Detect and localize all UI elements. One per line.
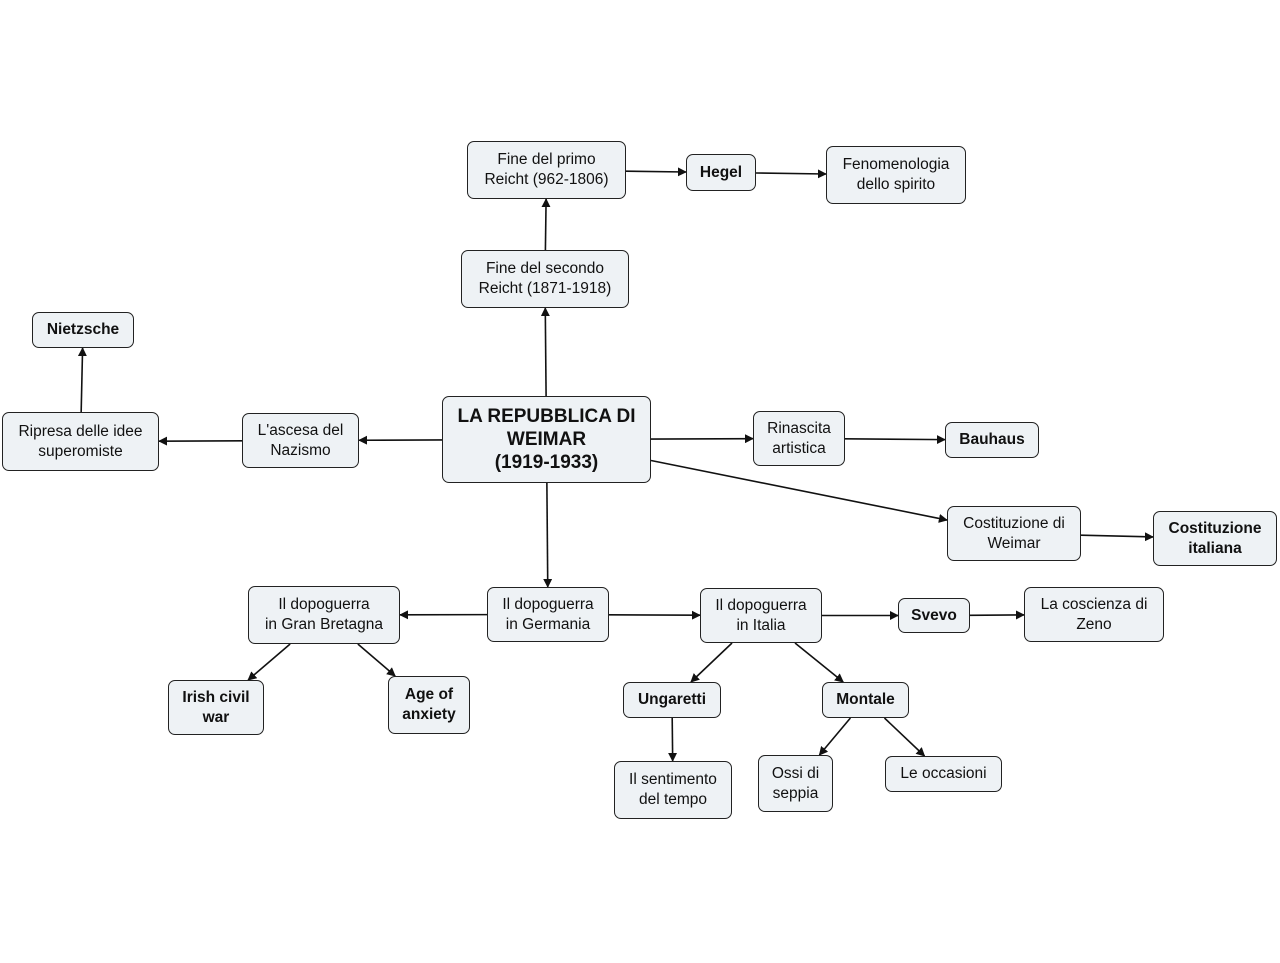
node-fine-secondo-reich: Fine del secondo Reicht (1871-1918)	[461, 250, 629, 308]
node-dopoguerra-italia: Il dopoguerra in Italia	[700, 588, 822, 643]
arrow-hegel-to-fenomenologia	[755, 169, 827, 179]
node-label-line: Reicht (1871-1918)	[478, 280, 612, 297]
node-label-line: LA REPUBBLICA DI	[457, 406, 636, 427]
node-label-line: Nietzsche	[46, 321, 120, 338]
node-label-line: Costituzione	[1168, 519, 1262, 537]
node-label-line: Fine del secondo	[485, 260, 605, 277]
arrow-dopoguerra_italia-to-ungaretti	[690, 642, 733, 683]
node-ossi-seppia: Ossi di seppia	[758, 755, 833, 812]
node-label-line: Ossi di	[771, 764, 820, 782]
arrow-costituzione_weimar-to-costituzione_italiana	[1080, 532, 1154, 542]
arrow-rinascita-to-bauhaus	[844, 435, 946, 445]
node-label-line: Age of	[404, 686, 454, 703]
node-repubblica-weimar: LA REPUBBLICA DI WEIMAR (1919-1933)	[442, 396, 651, 483]
node-label-line: L'ascesa del	[257, 421, 344, 439]
arrow-weimar-to-secondo_reich	[540, 307, 550, 397]
node-label-line: Il sentimento	[629, 771, 717, 788]
arrow-weimar-to-dopoguerra_germania	[543, 482, 553, 588]
node-le-occasioni: Le occasioni	[885, 756, 1002, 792]
node-dopoguerra-germania: Il dopoguerra in Germania	[487, 587, 609, 642]
arrow-montale-to-ossi	[818, 717, 852, 756]
node-label-line: (1919-1933)	[494, 452, 599, 473]
node-coscienza-zeno: La coscienza di Zeno	[1024, 587, 1164, 642]
node-label-line: Weimar	[987, 534, 1041, 552]
arrow-primo_reich-to-hegel	[625, 167, 687, 177]
arrow-montale-to-occasioni	[883, 717, 926, 757]
node-label-line: del tempo	[638, 791, 708, 808]
node-label-line: Il dopoguerra	[278, 596, 370, 613]
node-label-line: Ripresa delle idee	[18, 422, 143, 440]
node-label-line: Costituzione di	[963, 514, 1065, 532]
node-nietzsche: Nietzsche	[32, 312, 134, 348]
node-costituzione-weimar: Costituzione di Weimar	[947, 506, 1081, 561]
node-fenomenologia-spirito: Fenomenologia dello spirito	[826, 146, 966, 204]
node-label-line: Zeno	[1076, 615, 1112, 633]
node-label-line: war	[202, 708, 230, 726]
node-label-line: italiana	[1188, 539, 1242, 557]
node-dopoguerra-gran-bretagna: Il dopoguerra in Gran Bretagna	[248, 586, 400, 644]
node-label-line: superomiste	[38, 442, 123, 460]
arrow-secondo_reich-to-primo_reich	[541, 198, 551, 251]
node-label-line: La coscienza di	[1040, 595, 1148, 613]
node-age-of-anxiety: Age of anxiety	[388, 676, 470, 734]
arrow-dopoguerra_gb-to-irish	[247, 643, 291, 681]
node-label-line: in Gran Bretagna	[264, 616, 384, 633]
node-label-line: Le occasioni	[900, 765, 987, 782]
node-irish-civil-war: Irish civil war	[168, 680, 264, 735]
node-rinascita-artistica: Rinascita artistica	[753, 411, 845, 466]
node-costituzione-italiana: Costituzione italiana	[1153, 511, 1277, 566]
node-ascesa-nazismo: L'ascesa del Nazismo	[242, 413, 359, 468]
node-label-line: dello spirito	[856, 176, 936, 193]
node-label-line: seppia	[772, 784, 819, 802]
node-label-line: Ungaretti	[637, 691, 707, 708]
node-label-line: Nazismo	[270, 441, 331, 459]
node-label-line: in Italia	[736, 616, 786, 634]
node-svevo: Svevo	[898, 598, 970, 633]
node-label-line: Irish civil	[182, 688, 250, 706]
node-montale: Montale	[822, 682, 909, 718]
node-label-line: WEIMAR	[506, 429, 587, 450]
node-ripresa-idee-superomiste: Ripresa delle idee superomiste	[2, 412, 159, 471]
arrow-weimar-to-costituzione_weimar	[650, 459, 948, 523]
node-label-line: in Germania	[505, 615, 591, 633]
arrow-dopoguerra_italia-to-montale	[794, 642, 844, 683]
node-label-line: Fine del primo	[497, 151, 596, 168]
arrow-ripresa-to-nietzsche	[77, 347, 87, 413]
node-hegel: Hegel	[686, 154, 756, 191]
node-label-line: Montale	[836, 691, 895, 708]
node-label-line: Il dopoguerra	[502, 595, 594, 613]
node-label-line: Il dopoguerra	[715, 596, 807, 614]
node-label-line: Reicht (962-1806)	[484, 171, 609, 188]
node-label-line: Fenomenologia	[842, 156, 950, 173]
node-fine-primo-reich: Fine del primo Reicht (962-1806)	[467, 141, 626, 199]
node-label-line: Svevo	[911, 606, 957, 624]
node-label-line: Bauhaus	[959, 431, 1025, 448]
node-label-line: artistica	[772, 439, 826, 457]
node-label-line: Rinascita	[767, 419, 831, 437]
node-sentimento-tempo: Il sentimento del tempo	[614, 761, 732, 819]
node-ungaretti: Ungaretti	[623, 682, 721, 718]
node-bauhaus: Bauhaus	[945, 422, 1039, 458]
node-label-line: Hegel	[699, 163, 743, 181]
node-label-line: anxiety	[402, 706, 456, 723]
arrow-dopoguerra_gb-to-anxiety	[357, 643, 396, 677]
